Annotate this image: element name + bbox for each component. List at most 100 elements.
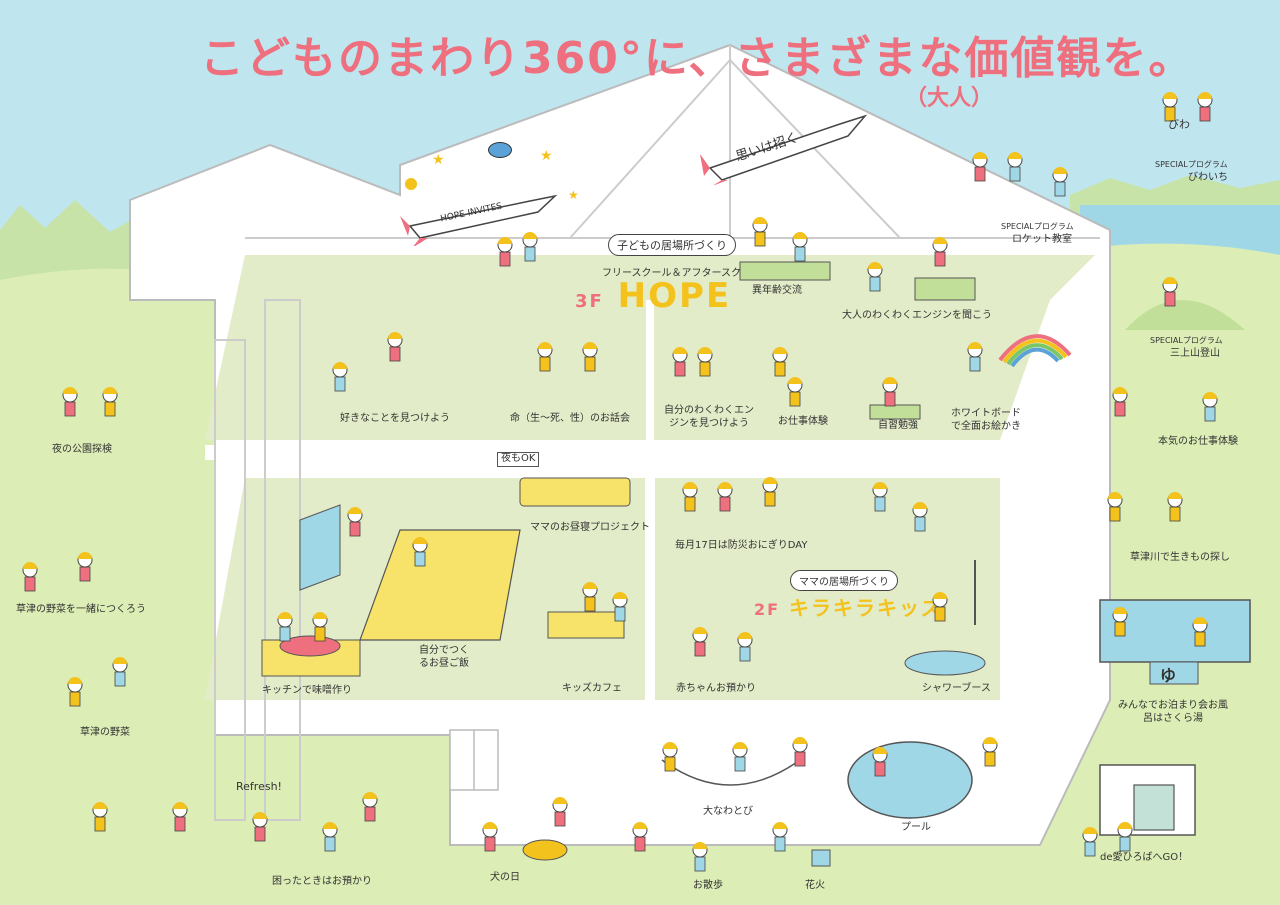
person-figure (1112, 387, 1128, 417)
person-figure (332, 362, 348, 392)
person-figure (362, 792, 378, 822)
person-figure (662, 742, 678, 772)
person-figure (482, 822, 498, 852)
person-figure (1202, 392, 1218, 422)
person-figure (1117, 822, 1133, 852)
person-figure (732, 742, 748, 772)
floor3-name: HOPE (617, 276, 732, 316)
person-figure (552, 797, 568, 827)
label-f3-whiteboard: ホワイトボードで全面お絵かき (951, 408, 1021, 432)
label-f3-study: 自習勉強 (878, 420, 918, 431)
page-subtitle: （大人） (905, 86, 994, 111)
label-nap-sign: 夜もOK (497, 452, 540, 467)
person-figure (762, 477, 778, 507)
person-figure (912, 502, 928, 532)
label-f2-nap: ママのお昼寝プロジェクト (530, 522, 650, 533)
person-figure (22, 562, 38, 592)
label-jump: 大なわとび (703, 806, 753, 817)
person-figure (982, 737, 998, 767)
label-roof-engine: 大人のわくわくエンジンを聞こう (842, 310, 992, 321)
person-figure (102, 387, 118, 417)
label-mikami-tag: SPECIALプログラム (1150, 336, 1223, 345)
floor2-kicker: ママの居場所づくり (790, 570, 898, 591)
person-figure (412, 537, 428, 567)
person-figure (112, 657, 128, 687)
person-figure (692, 842, 708, 872)
person-figure (67, 677, 83, 707)
label-plaza: de愛ひろばへGO！ (1100, 852, 1189, 863)
person-figure (692, 627, 708, 657)
floor3-number: 3F (575, 291, 604, 312)
person-figure (537, 342, 553, 372)
person-figure (387, 332, 403, 362)
person-figure (787, 377, 803, 407)
person-figure (1197, 92, 1213, 122)
person-figure (612, 592, 628, 622)
floor2-sign: 2F キラキラキッズ (754, 592, 943, 621)
label-bath: みんなでお泊まり会お風呂はさくら湯 (1118, 700, 1228, 724)
star-icon: ★ (432, 152, 445, 168)
person-figure (1192, 617, 1208, 647)
person-figure (867, 262, 883, 292)
person-figure (967, 342, 983, 372)
person-figure (697, 347, 713, 377)
person-figure (932, 592, 948, 622)
person-figure (497, 237, 513, 267)
person-figure (932, 237, 948, 267)
person-figure (312, 612, 328, 642)
label-f3-life: 命（生〜死、性）のお話会 (510, 413, 630, 424)
label-mikami: 三上山登山 (1170, 348, 1220, 359)
label-roof-exchange: 異年齢交流 (752, 285, 802, 296)
person-figure (792, 232, 808, 262)
person-figure (322, 822, 338, 852)
label-rocket: ロケット教室 (1012, 234, 1072, 245)
star-icon: ★ (568, 188, 579, 202)
label-dog: 犬の日 (490, 872, 520, 883)
person-figure (172, 802, 188, 832)
floor2-name: キラキラキッズ (789, 596, 944, 620)
person-figure (872, 747, 888, 777)
label-rocket-tag: SPECIALプログラム (1001, 222, 1074, 231)
label-left-park: 夜の公園探検 (52, 444, 112, 455)
label-pool: プール (901, 822, 931, 833)
star-icon: ★ (540, 148, 553, 164)
person-figure (582, 582, 598, 612)
floor3-sign: 3F HOPE (575, 276, 731, 316)
person-figure (1112, 607, 1128, 637)
label-biwaichi: びわいち (1188, 172, 1228, 183)
person-figure (737, 632, 753, 662)
floor3-sub: フリースクール＆アフタースクール (602, 268, 761, 279)
person-figure (792, 737, 808, 767)
label-bath-sign: ゆ (1160, 666, 1177, 685)
planet-icon (488, 142, 512, 158)
label-f3-engine: 自分のわくわくエンジンを見つけよう (664, 405, 754, 429)
floor3-kicker: 子どもの居場所づくり (608, 234, 736, 256)
person-figure (872, 482, 888, 512)
person-figure (1052, 167, 1068, 197)
person-figure (62, 387, 78, 417)
label-f2-baby: 赤ちゃんお預かり (676, 683, 756, 694)
label-biwaichi-tag: SPECIALプログラム (1155, 160, 1228, 169)
person-figure (672, 347, 688, 377)
label-f2-lunch: 自分でつくるお昼ご飯 (419, 645, 469, 669)
label-f3-work: お仕事体験 (778, 416, 828, 427)
rocket-right-icon (700, 114, 868, 185)
person-figure (772, 347, 788, 377)
label-f2-cafe: キッズカフェ (562, 683, 622, 694)
person-figure (882, 377, 898, 407)
person-figure (632, 822, 648, 852)
label-fire: 花火 (805, 880, 825, 891)
person-figure (772, 822, 788, 852)
person-figure (717, 482, 733, 512)
label-left-veg: 草津の野菜 (80, 727, 130, 738)
floor2-number: 2F (754, 600, 781, 619)
moon-ball-icon (405, 178, 417, 190)
person-figure (277, 612, 293, 642)
person-figure (682, 482, 698, 512)
label-f2-miso: キッチンで味噌作り (262, 685, 352, 696)
person-figure (1107, 492, 1123, 522)
label-childcare: 困ったときはお預かり (272, 876, 372, 887)
person-figure (582, 342, 598, 372)
